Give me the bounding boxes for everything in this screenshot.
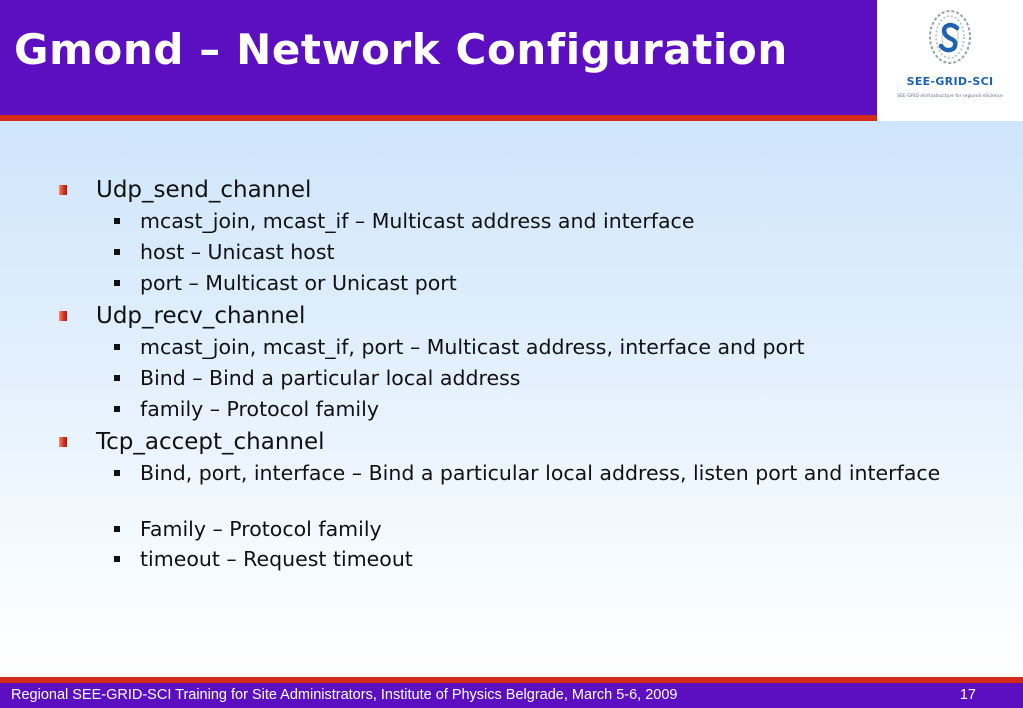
sub-bullet-text: timeout – Request timeout xyxy=(140,547,413,571)
sub-bullet-text: Family – Protocol family xyxy=(140,517,382,541)
sub-bullet-item: host – Unicast host xyxy=(114,240,980,265)
bullet-marker-icon xyxy=(59,185,67,195)
title-divider xyxy=(0,115,877,121)
sub-bullet-item: Bind – Bind a particular local address xyxy=(114,366,980,391)
square-bullet-icon xyxy=(114,406,120,412)
square-bullet-icon xyxy=(114,556,120,562)
logo-name: SEE-GRID-SCI xyxy=(906,75,994,88)
content-area: Udp_send_channel mcast_join, mcast_if – … xyxy=(0,121,1023,677)
sub-bullet-item: mcast_join, mcast_if – Multicast address… xyxy=(114,209,980,234)
square-bullet-icon xyxy=(114,218,120,224)
sub-bullet-text: port – Multicast or Unicast port xyxy=(140,271,457,295)
square-bullet-icon xyxy=(114,280,120,286)
slide-title: Gmond – Network Configuration xyxy=(14,25,788,74)
footer-bar: Regional SEE-GRID-SCI Training for Site … xyxy=(0,683,1023,708)
sub-bullet-text: host – Unicast host xyxy=(140,240,335,264)
title-bar: Gmond – Network Configuration xyxy=(0,0,877,115)
square-bullet-icon xyxy=(114,344,120,350)
logo-panel: SEE-GRID-SCI SEE-GRID eInfrastructure fo… xyxy=(877,0,1023,121)
logo-tagline: SEE-GRID eInfrastructure for regional eS… xyxy=(897,94,1003,99)
sub-bullet-item: Family – Protocol family xyxy=(114,517,980,542)
bullet-text: Udp_send_channel xyxy=(96,177,312,203)
sub-bullet-item: port – Multicast or Unicast port xyxy=(114,271,980,296)
bullet-item: Tcp_accept_channel xyxy=(59,428,325,456)
bullet-text: Udp_recv_channel xyxy=(96,303,306,329)
sub-bullet-text: Bind, port, interface – Bind a particula… xyxy=(140,461,941,485)
footer-divider xyxy=(0,677,1023,683)
bullet-text: Tcp_accept_channel xyxy=(96,429,325,455)
footer-text: Regional SEE-GRID-SCI Training for Site … xyxy=(11,687,678,703)
square-bullet-icon xyxy=(114,526,120,532)
sub-bullet-item: mcast_join, mcast_if, port – Multicast a… xyxy=(114,335,980,360)
sub-bullet-item: timeout – Request timeout xyxy=(114,547,980,572)
sub-bullet-text: Bind – Bind a particular local address xyxy=(140,366,521,390)
bullet-marker-icon xyxy=(59,311,67,321)
sub-bullet-item: family – Protocol family xyxy=(114,397,980,422)
square-bullet-icon xyxy=(114,375,120,381)
sub-bullet-text: mcast_join, mcast_if, port – Multicast a… xyxy=(140,335,805,359)
square-bullet-icon xyxy=(114,470,120,476)
sub-bullet-text: mcast_join, mcast_if – Multicast address… xyxy=(140,209,695,233)
page-number: 17 xyxy=(959,687,976,703)
sub-bullet-text: family – Protocol family xyxy=(140,397,379,421)
sub-bullet-item: Bind, port, interface – Bind a particula… xyxy=(114,461,980,486)
see-grid-logo-icon xyxy=(929,10,971,64)
bullet-item: Udp_recv_channel xyxy=(59,302,306,330)
square-bullet-icon xyxy=(114,249,120,255)
bullet-marker-icon xyxy=(59,437,67,447)
bullet-item: Udp_send_channel xyxy=(59,176,312,204)
